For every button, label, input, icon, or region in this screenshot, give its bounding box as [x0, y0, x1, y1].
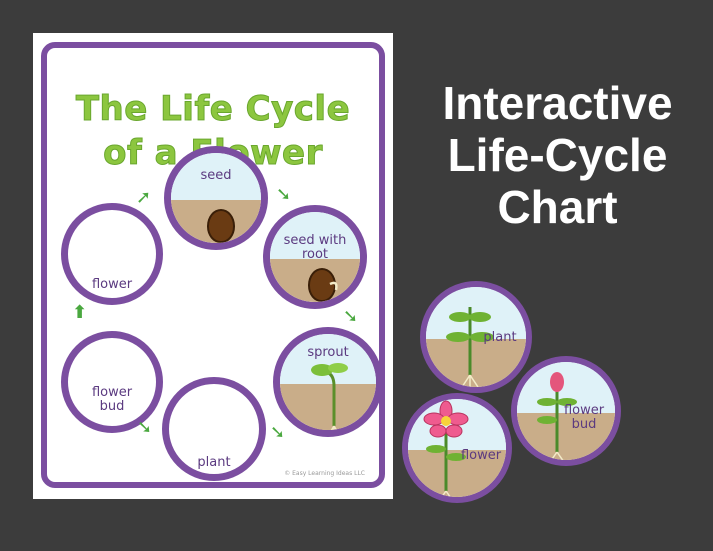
stage-seed-with-root-label-2: root: [301, 247, 329, 262]
root-icon: [329, 281, 338, 291]
card-flower-bud-label-2: bud: [571, 417, 597, 432]
life-cycle-poster: The Life Cycle of a Flower seed seed wit…: [33, 33, 393, 499]
stage-sprout: sprout: [273, 327, 383, 437]
flower-bud-icon: [537, 372, 577, 460]
card-flower[interactable]: flower: [402, 393, 512, 503]
stage-seed-with-root: seed with root: [263, 205, 367, 309]
stage-plant-label: plant: [197, 455, 231, 470]
arrow-icon: ➘: [270, 422, 286, 443]
arrow-icon: ➘: [276, 184, 292, 205]
poster-title-line-1: The Life Cycle: [75, 89, 351, 130]
stage-seed-with-root-label-1: seed with: [283, 233, 347, 248]
headline-line-2: Life-Cycle: [447, 129, 668, 181]
stage-flower: flower: [61, 203, 163, 305]
headline-line-3: Chart: [497, 181, 618, 233]
stage-flower-bud-label-2: bud: [99, 399, 125, 414]
card-flower-bud[interactable]: flower bud: [511, 356, 621, 466]
stage-sprout-label: sprout: [307, 345, 349, 360]
copyright-text: © Easy Learning Ideas LLC: [284, 470, 365, 477]
arrow-icon: ➘: [343, 306, 359, 327]
stage-flower-bud-label-1: flower: [91, 385, 133, 400]
stage-seed-label: seed: [200, 168, 232, 183]
seed-icon: [207, 209, 235, 243]
card-flower-bud-label-1: flower: [563, 403, 605, 418]
card-plant-label: plant: [483, 330, 517, 345]
arrow-icon: ⬆: [72, 302, 88, 323]
arrow-icon: ➚: [136, 187, 152, 208]
stage-flower-label: flower: [91, 277, 133, 292]
seed-with-root-icon: [308, 268, 336, 302]
plant-icon: [446, 307, 494, 387]
headline-line-1: Interactive: [442, 77, 673, 129]
stage-seed: seed: [164, 146, 268, 250]
stage-plant: plant: [162, 377, 266, 481]
sprout-icon: [311, 363, 348, 430]
stage-flower-bud: flower bud: [61, 331, 163, 433]
card-flower-label: flower: [460, 448, 502, 463]
card-plant[interactable]: plant: [420, 281, 532, 393]
flower-icon: [423, 400, 469, 497]
arrow-icon: ➘: [137, 417, 153, 438]
